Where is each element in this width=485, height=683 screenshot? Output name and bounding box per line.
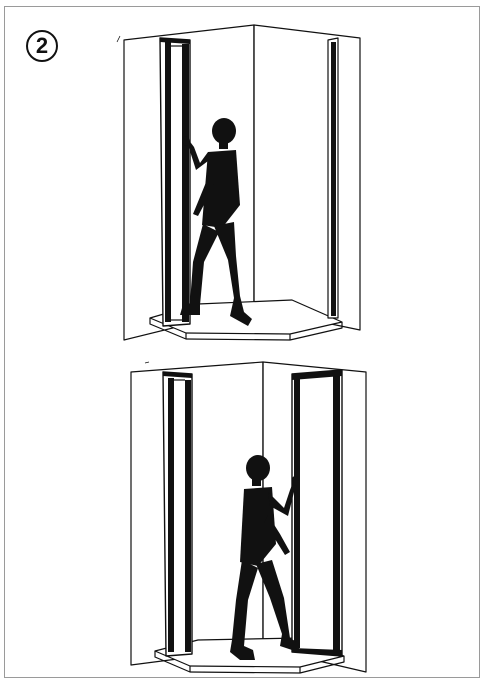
bottom-left-door: [163, 372, 192, 656]
bottom-right-door: [292, 370, 342, 656]
